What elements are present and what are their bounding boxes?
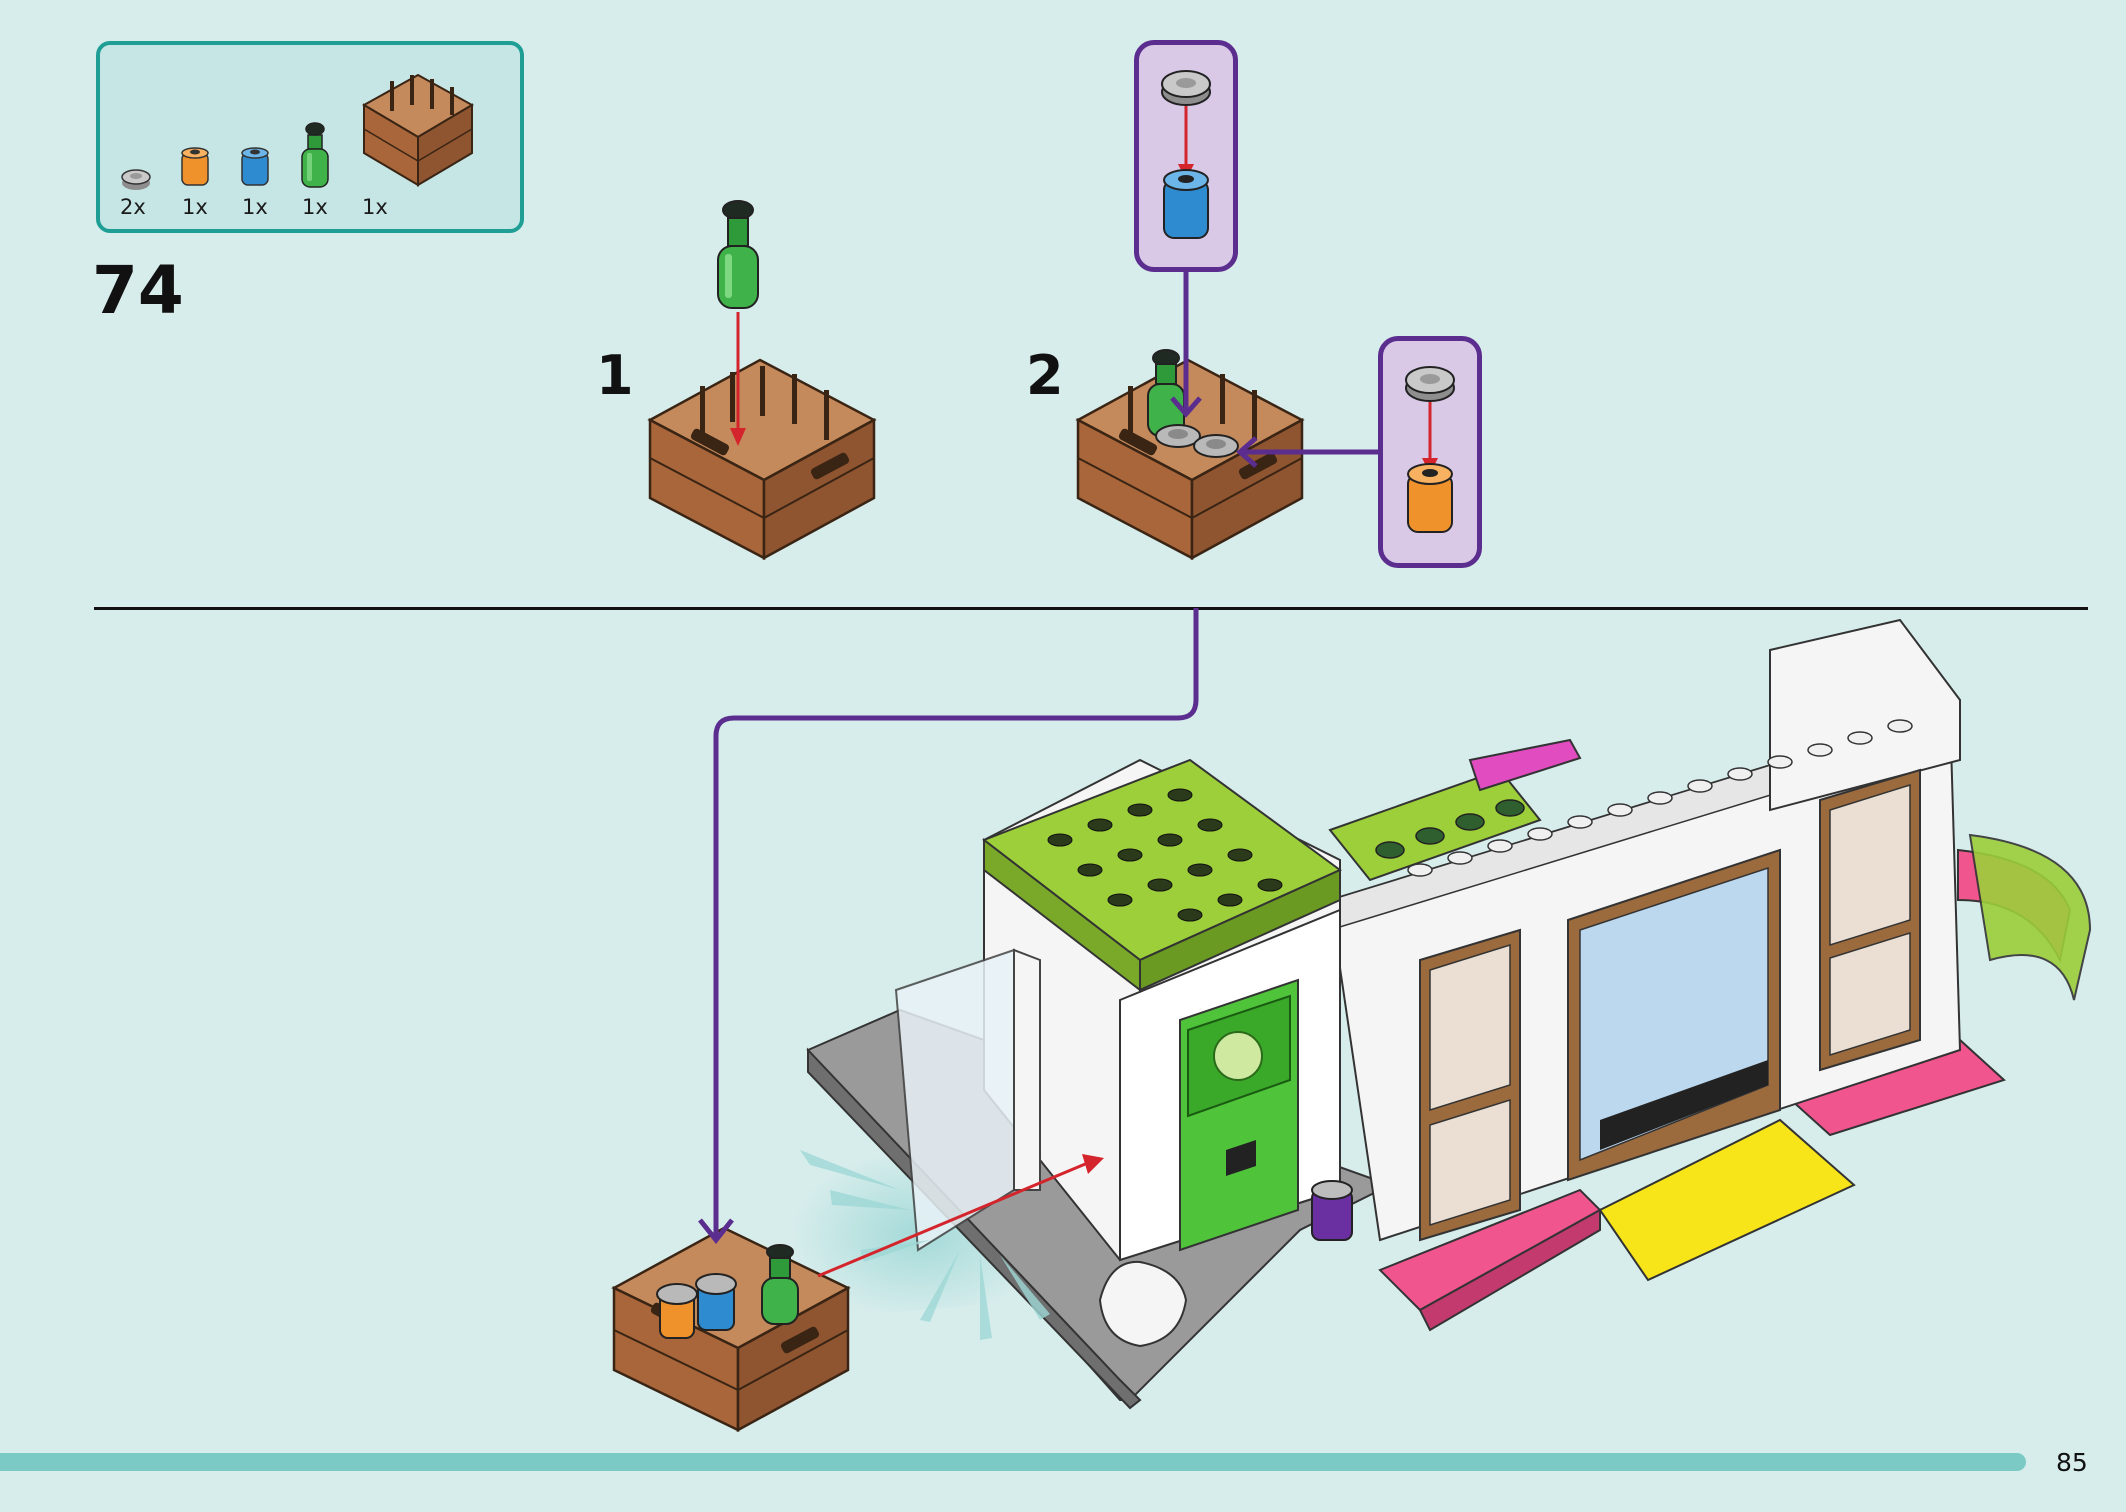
purple-arrow: [1170, 272, 1378, 468]
step-number: 74: [92, 252, 184, 329]
round-tile-icon: [1155, 424, 1201, 448]
orange-round-brick-icon: [181, 147, 209, 186]
glow-rays: [800, 1150, 1050, 1340]
yellow-ramp: [1598, 1118, 1856, 1282]
purple-bin: [1311, 1180, 1353, 1241]
wall-top-studs: [1407, 719, 1913, 877]
curved-sign: [1957, 833, 2092, 1001]
round-tile-icon: [1405, 366, 1455, 402]
bottle-icon: [1147, 349, 1185, 437]
parts-list-box: 2x 1x 1x 1x 1x: [96, 41, 524, 233]
substep-2-crate: [1075, 358, 1305, 561]
parts-qty: 1x: [302, 195, 328, 219]
bottle-icon: [761, 1244, 799, 1325]
orange-round-brick-icon: [1407, 463, 1453, 533]
shop-glass-door: [1567, 848, 1781, 1182]
rooftop-bins: [1328, 738, 1582, 882]
bottle-icon: [301, 122, 329, 188]
substep-number: 2: [1026, 344, 1064, 407]
substep-1-crate: [647, 358, 877, 561]
round-tile-icon: [1161, 70, 1211, 106]
blue-round-brick-icon: [1163, 169, 1209, 239]
shop-window: [1419, 928, 1521, 1242]
orange-round-brick-icon: [656, 1283, 698, 1339]
crate-icon: [361, 73, 475, 187]
parts-qty: 1x: [182, 195, 208, 219]
section-divider: [94, 607, 2088, 610]
footer-bar: [0, 1453, 2026, 1471]
red-arrow: [730, 312, 746, 446]
round-tile-icon: [121, 169, 151, 190]
round-tile-icon: [1193, 434, 1239, 458]
lime-roof-plate: [981, 758, 1342, 993]
recycle-icon: [1213, 1031, 1263, 1081]
substep-number: 1: [596, 344, 634, 407]
roof-studs: [1047, 788, 1283, 922]
page-number: 85: [2056, 1448, 2088, 1477]
parts-qty: 1x: [242, 195, 268, 219]
recycling-panel: [1179, 978, 1299, 1252]
open-glass-door: [894, 948, 1041, 1252]
parts-list-graphics: [121, 73, 475, 190]
purple-arrow: [698, 608, 1199, 1245]
blue-round-brick-icon: [695, 1273, 737, 1331]
pink-sidewalk: [1378, 1038, 2006, 1332]
parts-qty: 2x: [120, 195, 146, 219]
bottle-icon: [717, 200, 759, 309]
blue-round-brick-icon: [241, 147, 269, 186]
red-arrow: [817, 1154, 1104, 1278]
parts-qty: 1x: [362, 195, 388, 219]
trash-bag: [1098, 1260, 1188, 1348]
shop-window: [1819, 768, 1921, 1072]
